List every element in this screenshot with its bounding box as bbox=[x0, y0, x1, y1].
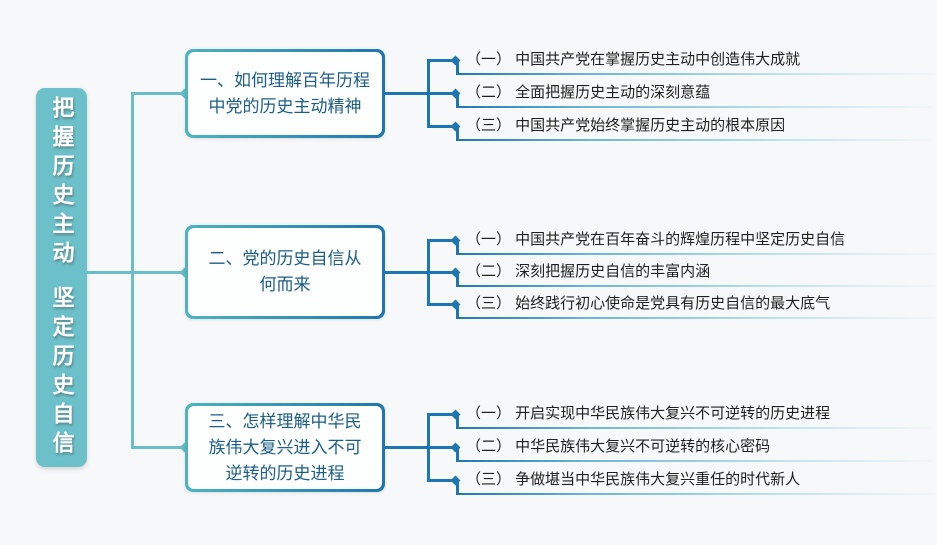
sub-item-drop-line bbox=[456, 60, 459, 75]
sub-item-1-2[interactable]: （二） 全面把握历史主动的深刻意蕴 bbox=[428, 82, 932, 122]
sub-item-2-2[interactable]: （二） 深刻把握历史自信的丰富内涵 bbox=[428, 261, 932, 301]
sub-item-underline bbox=[456, 317, 932, 319]
sub-item-connector bbox=[428, 239, 455, 242]
sub-item-underline bbox=[456, 460, 932, 462]
sub-item-drop-line bbox=[456, 272, 459, 287]
branch-node-2[interactable]: 二、党的历史自信从 何而来 bbox=[185, 225, 385, 319]
sub-item-1-1[interactable]: （一） 中国共产党在掌握历史主动中创造伟大成就 bbox=[428, 49, 932, 89]
connector-branch3-out bbox=[385, 446, 428, 449]
branch-2-line-2: 何而来 bbox=[259, 275, 311, 294]
branch-node-2-label: 二、党的历史自信从 何而来 bbox=[188, 228, 382, 316]
connector-to-branch-1 bbox=[131, 92, 185, 95]
branch-node-3[interactable]: 三、怎样理解中华民 族伟大复兴进入不可 逆转的历史进程 bbox=[185, 403, 385, 492]
sub-item-3-1[interactable]: （一） 开启实现中华民族伟大复兴不可逆转的历史进程 bbox=[428, 403, 932, 443]
connector-branch1-out bbox=[385, 92, 428, 95]
branch-1-line-1: 一、如何理解百年历程 bbox=[200, 70, 370, 90]
branch-node-1[interactable]: 一、如何理解百年历程 中党的历史主动精神 bbox=[185, 49, 385, 138]
branch-2-line-1: 二、党的历史自信从 bbox=[208, 249, 362, 268]
sub-item-3-3[interactable]: （三） 争做堪当中华民族伟大复兴重任的时代新人 bbox=[428, 469, 932, 509]
sub-item-underline bbox=[456, 73, 932, 75]
sub-item-drop-line bbox=[456, 240, 459, 255]
sub-item-underline bbox=[456, 493, 932, 495]
branch-3-line-2: 族伟大复兴进入不可 bbox=[208, 437, 362, 457]
sub-item-underline bbox=[456, 139, 932, 141]
sub-item-connector bbox=[428, 446, 455, 449]
branch-3-line-3: 逆转的历史进程 bbox=[225, 463, 345, 483]
sub-item-1-2-label: （二） 全面把握历史主动的深刻意蕴 bbox=[466, 84, 711, 101]
root-node[interactable]: 把握历史主动 坚定历史自信 bbox=[36, 88, 87, 467]
sub-item-drop-line bbox=[456, 304, 459, 319]
sub-item-drop-line bbox=[456, 480, 459, 495]
connector-branch2-out bbox=[385, 271, 428, 274]
sub-item-2-1[interactable]: （一） 中国共产党在百年奋斗的辉煌历程中坚定历史自信 bbox=[428, 229, 932, 269]
sub-item-underline bbox=[456, 106, 932, 108]
sub-item-2-3[interactable]: （三） 始终践行初心使命是党具有历史自信的最大底气 bbox=[428, 293, 932, 333]
sub-item-3-2[interactable]: （二） 中华民族伟大复兴不可逆转的核心密码 bbox=[428, 436, 932, 476]
sub-item-2-3-label: （三） 始终践行初心使命是党具有历史自信的最大底气 bbox=[466, 295, 831, 312]
sub-item-1-1-label: （一） 中国共产党在掌握历史主动中创造伟大成就 bbox=[466, 51, 801, 68]
sub-item-drop-line bbox=[456, 447, 459, 462]
sub-item-3-3-label: （三） 争做堪当中华民族伟大复兴重任的时代新人 bbox=[466, 471, 801, 488]
sub-item-drop-line bbox=[456, 414, 459, 429]
sub-item-connector bbox=[428, 125, 455, 128]
sub-item-connector bbox=[428, 271, 455, 274]
sub-item-underline bbox=[456, 285, 932, 287]
sub-item-connector bbox=[428, 59, 455, 62]
sub-item-1-3-label: （三） 中国共产党始终掌握历史主动的根本原因 bbox=[466, 117, 786, 134]
sub-item-3-2-label: （二） 中华民族伟大复兴不可逆转的核心密码 bbox=[466, 438, 771, 455]
sub-item-connector bbox=[428, 479, 455, 482]
sub-item-underline bbox=[456, 253, 932, 255]
root-title-top: 把握历史主动 bbox=[48, 95, 75, 270]
connector-root-out bbox=[87, 271, 185, 274]
sub-item-underline bbox=[456, 427, 932, 429]
sub-item-1-3[interactable]: （三） 中国共产党始终掌握历史主动的根本原因 bbox=[428, 115, 932, 155]
branch-node-3-label: 三、怎样理解中华民 族伟大复兴进入不可 逆转的历史进程 bbox=[188, 406, 382, 489]
branch-1-line-2: 中党的历史主动精神 bbox=[208, 96, 362, 116]
sub-item-connector bbox=[428, 92, 455, 95]
connector-root-spine bbox=[131, 92, 134, 449]
connector-to-branch-3 bbox=[131, 446, 185, 449]
sub-item-2-2-label: （二） 深刻把握历史自信的丰富内涵 bbox=[466, 263, 711, 280]
sub-item-3-1-label: （一） 开启实现中华民族伟大复兴不可逆转的历史进程 bbox=[466, 405, 831, 422]
sub-item-drop-line bbox=[456, 126, 459, 141]
branch-node-1-label: 一、如何理解百年历程 中党的历史主动精神 bbox=[188, 52, 382, 135]
sub-item-connector bbox=[428, 303, 455, 306]
sub-item-drop-line bbox=[456, 93, 459, 108]
branch-3-line-1: 三、怎样理解中华民 bbox=[208, 411, 362, 431]
sub-item-connector bbox=[428, 413, 455, 416]
root-title-bottom: 坚定历史自信 bbox=[48, 285, 75, 460]
sub-item-2-1-label: （一） 中国共产党在百年奋斗的辉煌历程中坚定历史自信 bbox=[466, 231, 846, 248]
